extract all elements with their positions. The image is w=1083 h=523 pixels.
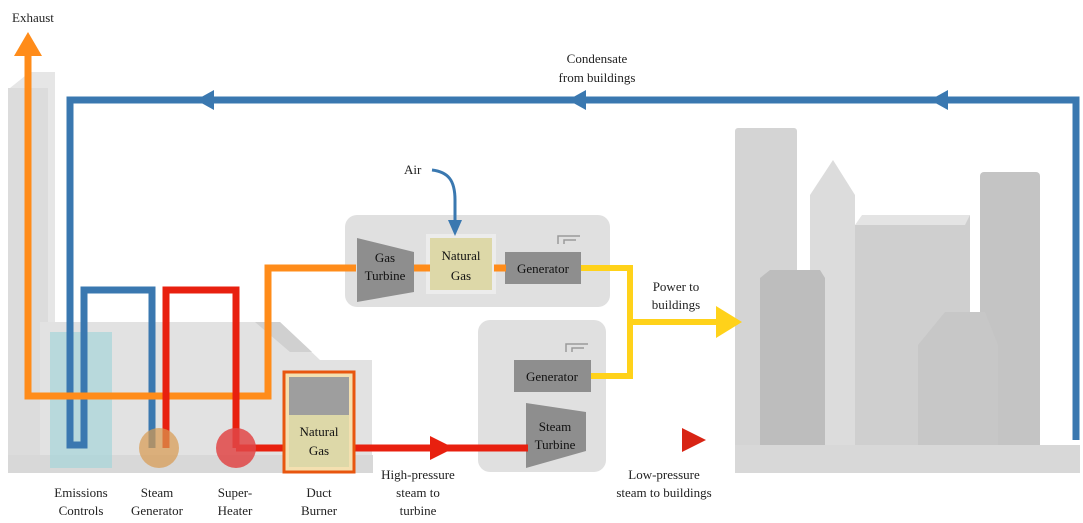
natural-gas-box-top	[426, 234, 496, 294]
condensate-label-2: from buildings	[559, 70, 636, 85]
steam-turbine-label-1: Steam	[539, 419, 572, 434]
air-arrow-icon	[448, 220, 462, 236]
power-lines	[581, 265, 718, 379]
hp-steam-arrow	[430, 436, 454, 460]
gas-turbine-shape	[357, 238, 414, 302]
hp-steam-label-2: steam to	[396, 485, 440, 500]
generator-box-top	[505, 252, 581, 284]
lp-steam-label-2: steam to buildings	[616, 485, 711, 500]
super-heater-label-2: Heater	[218, 503, 253, 518]
gas-turbine-label-2: Turbine	[365, 268, 406, 283]
exhaust-arrow-icon	[14, 32, 42, 56]
steam-generator-label-2: Generator	[131, 503, 184, 518]
hp-steam-label-1: High-pressure	[381, 467, 455, 482]
air-label: Air	[404, 162, 422, 177]
condensate-arrow-3	[196, 90, 214, 110]
generator-box-bottom	[514, 360, 591, 392]
outlet-icon-top	[557, 235, 580, 244]
generator-top-label: Generator	[517, 261, 570, 276]
city-buildings	[735, 128, 1080, 473]
steam-turbine-label-2: Turbine	[535, 437, 576, 452]
duct-burner-label-2: Burner	[301, 503, 338, 518]
gas-turbine-label-1: Gas	[375, 250, 395, 265]
outlet-icon-bottom	[565, 343, 588, 352]
emissions-label-1: Emissions	[54, 485, 107, 500]
super-heater-icon	[216, 428, 256, 468]
steam-generator-label-1: Steam	[141, 485, 174, 500]
condensate-arrow-2	[568, 90, 586, 110]
natural-gas-duct-label-2: Gas	[309, 443, 329, 458]
natural-gas-top-label-1: Natural	[442, 248, 481, 263]
condensate-label-1: Condensate	[567, 51, 628, 66]
hp-steam-label-3: turbine	[400, 503, 437, 518]
emissions-label-2: Controls	[59, 503, 104, 518]
power-label-2: buildings	[652, 297, 700, 312]
lp-steam-arrow	[682, 428, 706, 452]
lp-steam-label-1: Low-pressure	[628, 467, 700, 482]
super-heater-label-1: Super-	[218, 485, 252, 500]
duct-burner-label-1: Duct	[306, 485, 332, 500]
exhaust-pipe	[24, 55, 506, 400]
steam-turbine-shape	[526, 403, 586, 468]
natural-gas-top-label-2: Gas	[451, 268, 471, 283]
natural-gas-box-duct	[289, 415, 349, 467]
condensate-arrow-1	[930, 90, 948, 110]
steam-generator-icon	[139, 428, 179, 468]
air-arrow-line	[431, 168, 457, 222]
power-arrow	[716, 306, 742, 338]
power-label-1: Power to	[653, 279, 700, 294]
exhaust-label: Exhaust	[12, 10, 54, 25]
generator-bottom-label: Generator	[526, 369, 579, 384]
condensate-return-pipe	[66, 96, 1080, 449]
natural-gas-duct-label-1: Natural	[300, 424, 339, 439]
